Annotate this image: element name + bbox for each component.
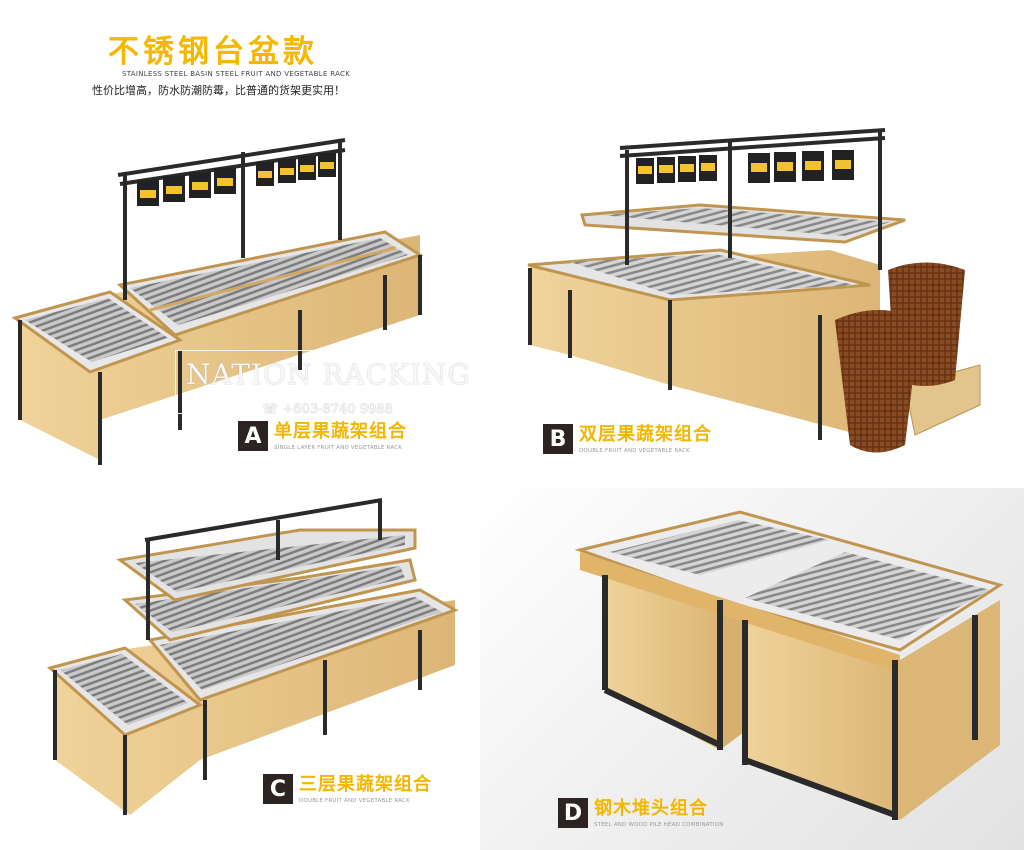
product-label-c: C 三层果蔬架组合 DOUBLE FRUIT AND VEGETABLE RAC… (263, 774, 432, 804)
product-name-en: SINGLE LAYER FRUIT AND VEGETABLE RACK (274, 445, 403, 451)
product-name-en: STEEL AND WOOD PILE HEAD COMBINATION (594, 822, 724, 828)
page-slogan: 性价比增高，防水防潮防霉，比普通的货架更实用！ (92, 84, 345, 97)
watermark-frame (175, 350, 514, 414)
rack-a-illustration (11, 138, 424, 465)
rack-b-illustration (527, 128, 981, 453)
product-letter: A (238, 421, 268, 451)
product-label-d: D 钢木堆头组合 STEEL AND WOOD PILE HEAD COMBIN… (558, 798, 724, 828)
rack-d-illustration (574, 510, 1004, 820)
product-label-b: B 双层果蔬架组合 DOUBLE FRUIT AND VEGETABLE RAC… (543, 424, 712, 454)
page-subtitle-en: STAINLESS STEEL BASIN STEEL FRUIT AND VE… (122, 70, 351, 78)
watermark-phone: ☏ +603-8740 9988 (262, 402, 393, 417)
watermark-brand: NATION RACKING (186, 358, 471, 391)
product-label-a: A 单层果蔬架组合 SINGLE LAYER FRUIT AND VEGETAB… (238, 421, 407, 451)
product-letter: C (263, 774, 293, 804)
product-name-en: DOUBLE FRUIT AND VEGETABLE RACK (579, 448, 690, 454)
rack-c-illustration (46, 498, 459, 815)
product-letter: D (558, 798, 588, 828)
product-letter: B (543, 424, 573, 454)
watermark-phone-number: +603-8740 9988 (282, 402, 393, 417)
product-name-en: DOUBLE FRUIT AND VEGETABLE RACK (299, 798, 410, 804)
product-name-cn: 钢木堆头组合 (594, 798, 708, 819)
page-title: 不锈钢台盆款 (108, 34, 318, 70)
product-name-cn: 双层果蔬架组合 (579, 424, 712, 445)
product-name-cn: 三层果蔬架组合 (299, 774, 432, 795)
product-name-cn: 单层果蔬架组合 (274, 421, 407, 442)
phone-icon: ☏ (262, 402, 283, 417)
